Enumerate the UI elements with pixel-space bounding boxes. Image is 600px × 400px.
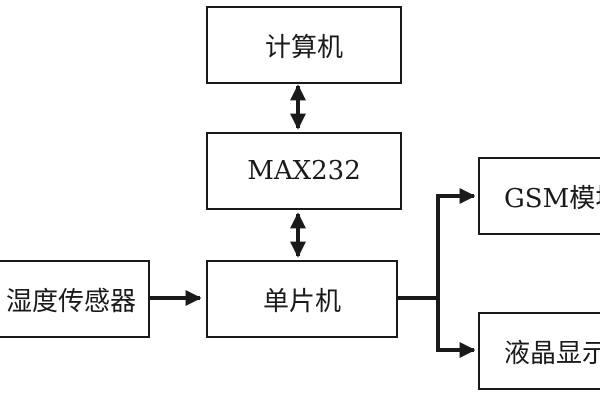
lcd-label: 液晶显示 (504, 338, 600, 369)
lcd-block: 液晶显示 (478, 312, 600, 390)
mcu-block: 单片机 (206, 260, 398, 338)
max232-label: MAX232 (247, 156, 361, 186)
gsm-block: GSM模块 (478, 157, 600, 235)
computer-block: 计算机 (206, 6, 402, 84)
sensor-block: 湿度传感器 (0, 260, 150, 338)
max232-block: MAX232 (206, 132, 402, 210)
sensor-label: 湿度传感器 (5, 286, 136, 317)
computer-label: 计算机 (264, 32, 343, 63)
mcu-label: 单片机 (262, 286, 341, 317)
gsm-label: GSM模块 (504, 183, 600, 214)
